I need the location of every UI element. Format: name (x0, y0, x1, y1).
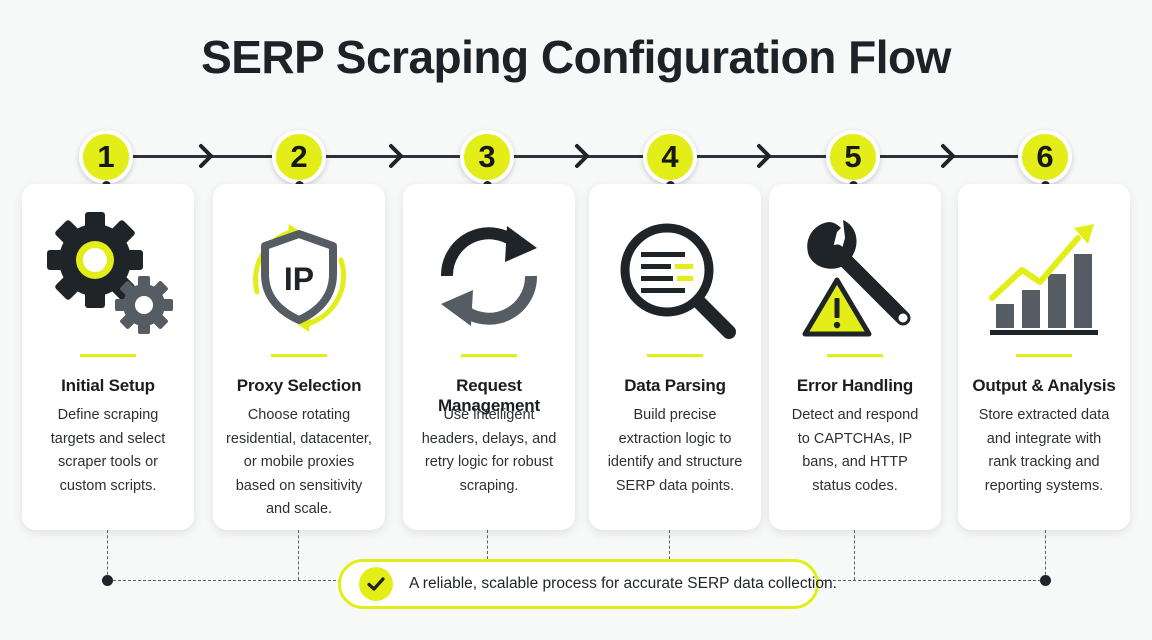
step-card-request-management: Request Management Use intelligent heade… (403, 184, 575, 530)
summary-text: A reliable, scalable process for accurat… (409, 575, 837, 592)
checkmark-icon (359, 567, 393, 601)
magnifier-document-icon (589, 212, 761, 342)
step-card-error-handling: Error Handling Detect and respond to CAP… (769, 184, 941, 530)
chevron-right-icon (941, 144, 955, 168)
gears-icon (22, 212, 194, 342)
step-title: Initial Setup (61, 376, 155, 395)
step-description: Define scraping targets and select scrap… (50, 407, 166, 494)
step-description: Detect and respond to CAPTCHAs, IP bans,… (791, 407, 919, 494)
baseline-end-dot (1040, 575, 1051, 586)
chevron-right-icon (389, 144, 403, 168)
step-description: Use intelligent headers, delays, and ret… (421, 407, 557, 494)
growth-chart-icon (958, 212, 1130, 342)
step-card-initial-setup: Initial Setup Define scraping targets an… (22, 184, 194, 530)
dashed-connector (854, 530, 855, 580)
step-title: Data Parsing (624, 376, 726, 395)
dashed-connector (487, 530, 488, 580)
page-title: SERP Scraping Configuration Flow (201, 31, 951, 83)
step-card-output-analysis: Output & Analysis Store extracted data a… (958, 184, 1130, 530)
step-number-badge: 5 (826, 130, 880, 184)
step-title: Output & Analysis (972, 376, 1116, 395)
step-number-badge: 4 (643, 130, 697, 184)
wrench-warning-icon (769, 212, 941, 342)
accent-divider (647, 354, 703, 357)
step-description: Choose rotating residential, datacenter,… (226, 407, 372, 517)
step-card-data-parsing: Data Parsing Build precise extraction lo… (589, 184, 761, 530)
dashed-connector (107, 530, 108, 580)
step-number-badge: 2 (272, 130, 326, 184)
baseline-end-dot (102, 575, 113, 586)
step-title: Proxy Selection (236, 376, 362, 395)
step-card-proxy-selection: IP Proxy Selection Choose rotating resid… (213, 184, 385, 530)
accent-divider (271, 354, 327, 357)
chevron-right-icon (757, 144, 771, 168)
step-number-badge: 1 (79, 130, 133, 184)
step-description: Store extracted data and integrate with … (978, 407, 1110, 494)
accent-divider (1016, 354, 1072, 357)
refresh-cycle-icon (403, 212, 575, 342)
ip-shield-icon: IP (213, 212, 385, 342)
accent-divider (461, 354, 517, 357)
flow-connector-line (108, 155, 1046, 158)
dashed-connector (298, 530, 299, 580)
step-number-badge: 6 (1018, 130, 1072, 184)
step-description: Build precise extraction logic to identi… (607, 407, 743, 494)
summary-banner: A reliable, scalable process for accurat… (338, 559, 837, 609)
dashed-connector (669, 530, 670, 580)
svg-text:IP: IP (284, 261, 314, 297)
dashed-connector (1045, 530, 1046, 580)
step-number-badge: 3 (460, 130, 514, 184)
chevron-right-icon (575, 144, 589, 168)
accent-divider (80, 354, 136, 357)
chevron-right-icon (199, 144, 213, 168)
accent-divider (827, 354, 883, 357)
step-title: Error Handling (796, 376, 914, 395)
step-title: Request Management (438, 376, 540, 415)
